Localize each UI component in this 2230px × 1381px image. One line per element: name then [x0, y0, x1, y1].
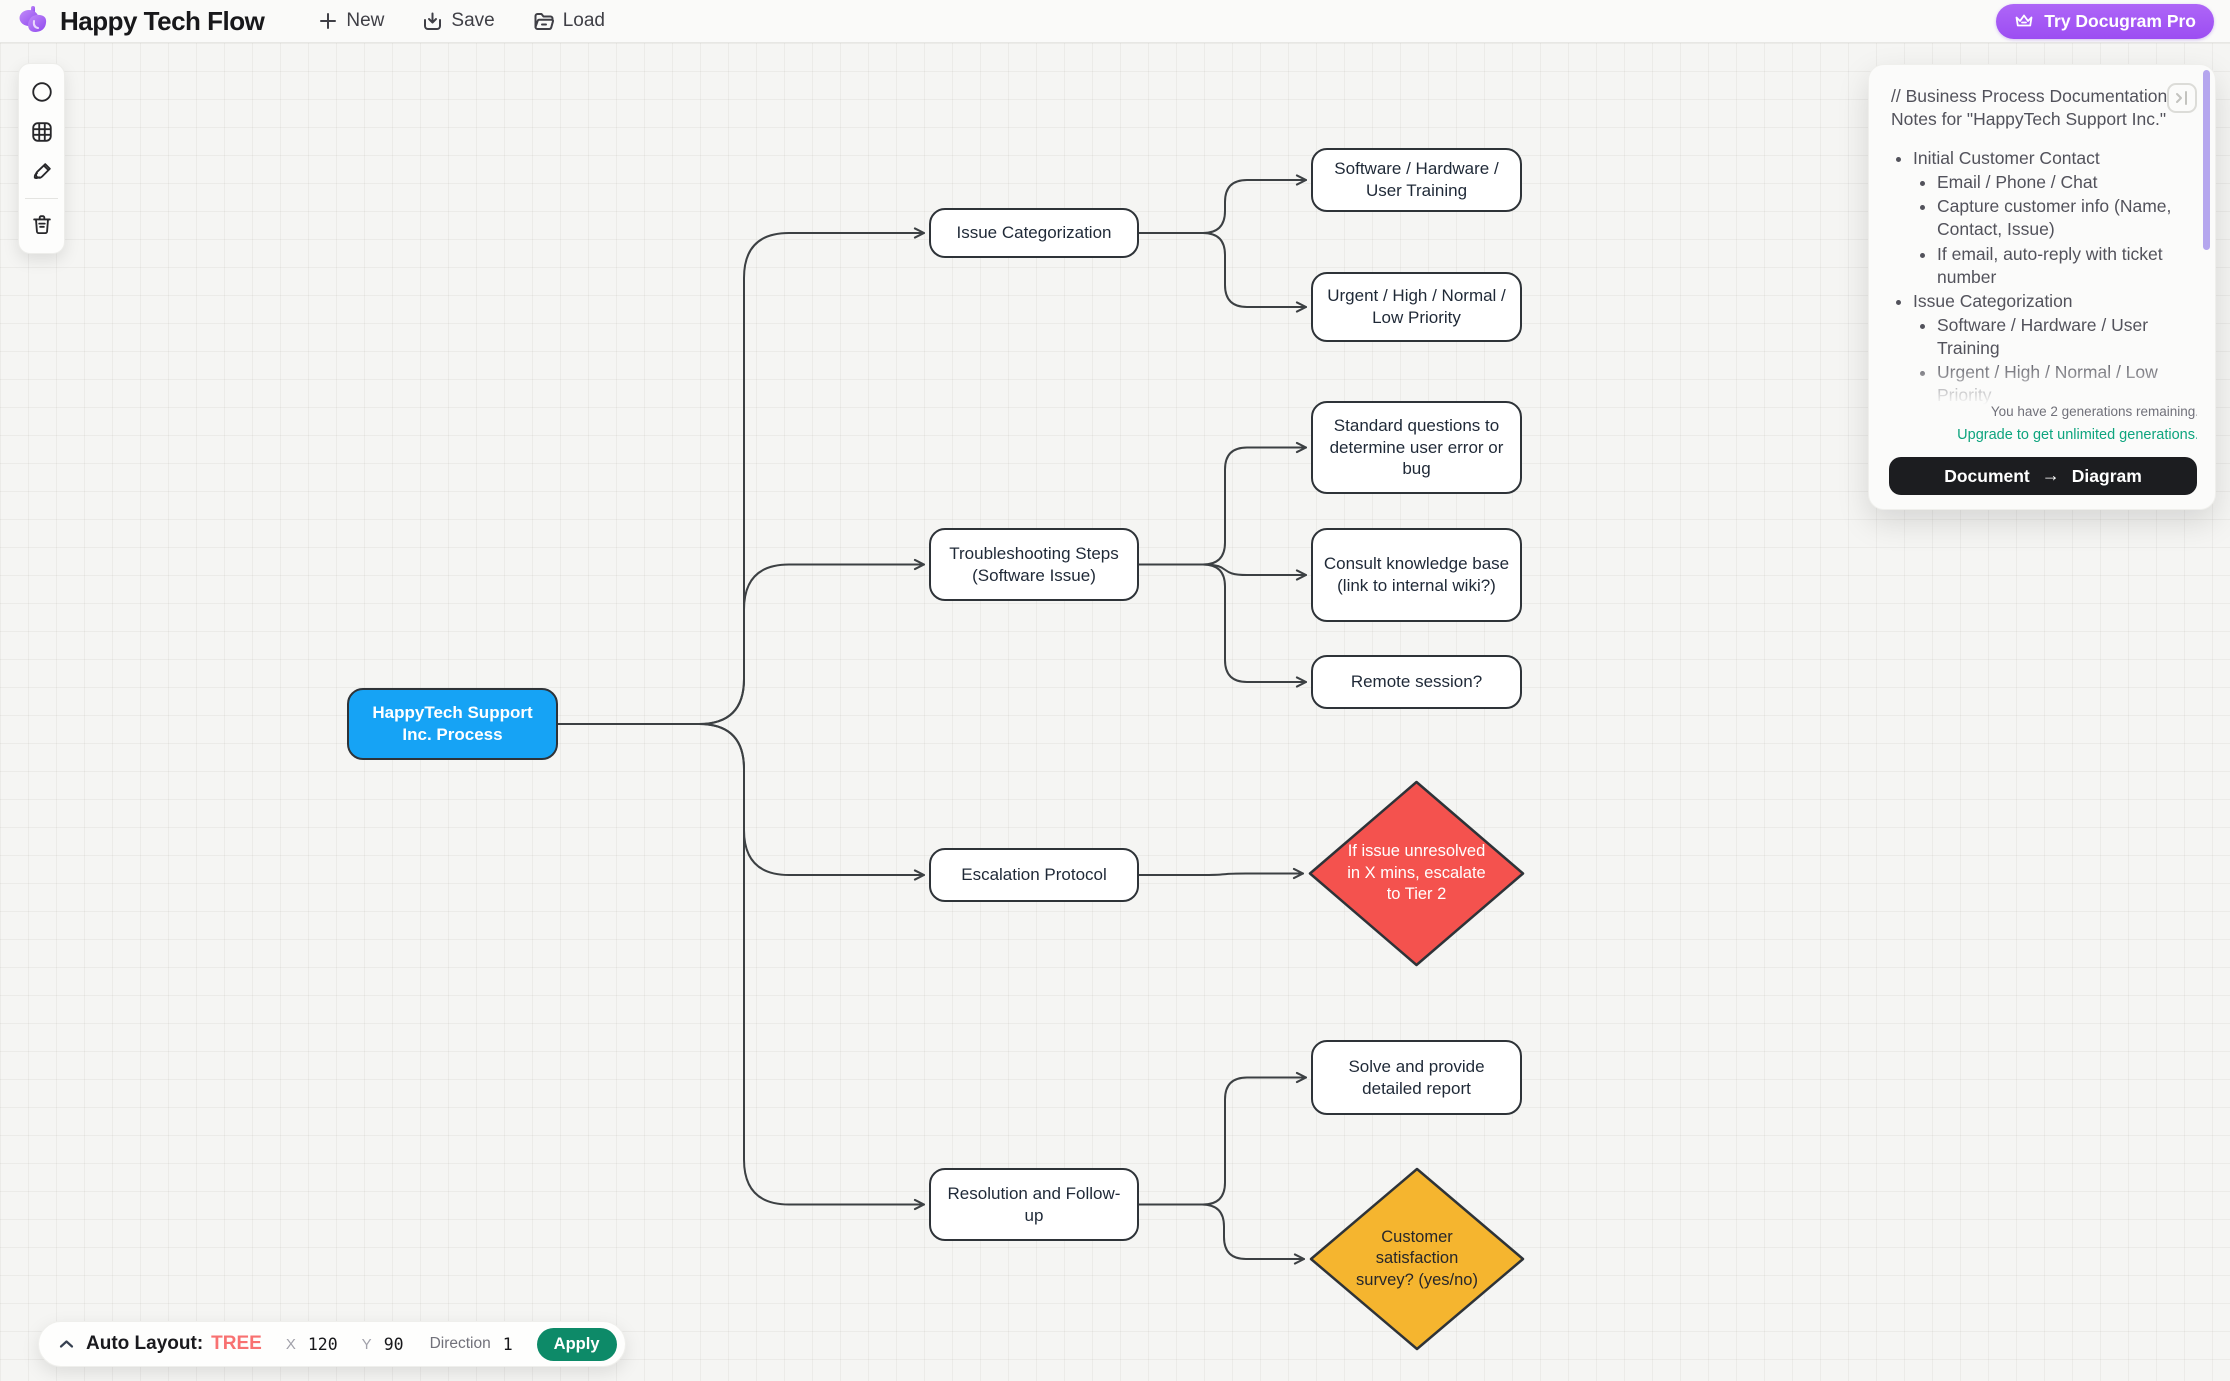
app-logo-icon	[19, 6, 47, 33]
load-button-label: Load	[562, 10, 605, 31]
notes-sublist-item: If email, auto-reply with ticket number	[1937, 243, 2197, 289]
notes-sublist-item: Capture customer info (Name, Contact, Is…	[1937, 195, 2197, 241]
circle-icon	[31, 82, 52, 102]
save-button-label: Save	[451, 10, 495, 31]
load-button[interactable]: Load	[531, 6, 607, 36]
node-label: HappyTech Support Inc. Process	[372, 703, 533, 744]
header-menu: New Save Load	[316, 6, 607, 36]
notes-content: // Business Process Documentation Notes …	[1889, 81, 2197, 447]
delete-tool-button[interactable]	[24, 207, 60, 243]
layout-mode-value[interactable]: TREE	[211, 1333, 262, 1354]
notes-sublist-item: Software / Hardware / User Training	[1937, 314, 2197, 360]
auto-layout-bar: Auto Layout: TREE X 120 Y 90 Direction 1…	[38, 1321, 626, 1367]
diagram-node-trouble[interactable]: Troubleshooting Steps (Software Issue)	[929, 528, 1139, 601]
x-spacing-label: X	[285, 1335, 296, 1353]
notes-sublist: Email / Phone / ChatCapture customer inf…	[1913, 171, 2197, 288]
y-spacing-label: Y	[361, 1335, 372, 1353]
node-label: Customer satisfaction survey? (yes/no)	[1356, 1227, 1478, 1289]
edge-escalation-tier2	[1138, 867, 1305, 880]
diamond-shape	[1308, 780, 1525, 967]
crown-icon	[2015, 14, 2033, 27]
edge-resolution-solve	[1138, 1071, 1308, 1206]
plus-icon	[320, 13, 337, 29]
diagram-node-standard[interactable]: Standard questions to determine user err…	[1311, 401, 1522, 494]
app-title: Happy Tech Flow	[60, 5, 265, 36]
circle-tool-button[interactable]	[24, 74, 60, 110]
diagram-node-tier2[interactable]: If issue unresolved in X mins, escalate …	[1308, 780, 1525, 967]
y-spacing-value[interactable]: 90	[383, 1334, 404, 1354]
doc-btn-right-label: Diagram	[2071, 465, 2142, 486]
edge-trouble-standard	[1138, 441, 1308, 566]
node-label: Remote session?	[1350, 672, 1483, 692]
diagram-node-survey[interactable]: Customer satisfaction survey? (yes/no)	[1309, 1167, 1525, 1351]
diagram-canvas[interactable]: HappyTech Support Inc. Process Issue Cate…	[0, 43, 2230, 1381]
trash-icon	[32, 215, 51, 235]
collapse-bar-button[interactable]	[57, 1337, 76, 1351]
node-label: If issue unresolved in X mins, escalate …	[1347, 842, 1486, 904]
node-label: Resolution and Follow-up	[947, 1183, 1121, 1225]
edge-root-resolution	[557, 723, 926, 1211]
edge-root-trouble	[557, 558, 926, 725]
apply-button[interactable]: Apply	[536, 1327, 617, 1361]
edge-resolution-survey	[1138, 1203, 1306, 1265]
node-label: Issue Categorization	[956, 223, 1112, 243]
node-label: Standard questions to determine user err…	[1329, 415, 1504, 479]
upgrade-link[interactable]: Upgrade to get unlimited generations.	[1957, 426, 2197, 443]
node-label: Solve and provide detailed report	[1348, 1056, 1485, 1098]
chevron-up-icon	[59, 1340, 74, 1348]
shape-toolbar	[18, 63, 65, 254]
direction-label: Direction	[429, 1335, 491, 1352]
new-button[interactable]: New	[316, 6, 386, 36]
node-label: Software / Hardware / User Training	[1334, 159, 1499, 200]
edge-trouble-remote	[1138, 563, 1308, 688]
toolbar-divider	[25, 198, 58, 199]
notes-panel: // Business Process Documentation Notes …	[1868, 64, 2216, 510]
node-label: Consult knowledge base (link to internal…	[1323, 554, 1510, 595]
edge-issue-sw	[1138, 174, 1308, 234]
save-button[interactable]: Save	[420, 6, 496, 36]
document-to-diagram-button[interactable]: Document → Diagram	[1889, 457, 2197, 495]
panel-scrollbar-thumb[interactable]	[2203, 70, 2210, 250]
node-label: Troubleshooting Steps (Software Issue)	[949, 543, 1119, 585]
diagram-node-issue[interactable]: Issue Categorization	[929, 208, 1139, 258]
node-label: Urgent / High / Normal / Low Priority	[1327, 286, 1506, 327]
panel-collapse-icon	[2176, 91, 2187, 105]
edge-issue-urgency	[1138, 232, 1308, 313]
notes-sublist-item: Email / Phone / Chat	[1937, 171, 2197, 194]
auto-layout-label: Auto Layout:	[86, 1333, 204, 1354]
new-button-label: New	[346, 10, 385, 31]
folder-icon	[534, 12, 554, 30]
diagram-node-remote[interactable]: Remote session?	[1311, 655, 1522, 709]
direction-value[interactable]: 1	[502, 1334, 513, 1354]
try-pro-label: Try Docugram Pro	[2044, 10, 2196, 31]
diagram-node-sw[interactable]: Software / Hardware / User Training	[1311, 148, 1522, 212]
brush-icon	[33, 163, 51, 179]
grid-icon	[31, 122, 52, 142]
diamond-shape	[1309, 1167, 1525, 1351]
edge-layer	[557, 174, 1308, 1265]
notes-fade-overlay: You have 2 generations remaining. Upgrad…	[1889, 359, 2197, 447]
notes-title: // Business Process Documentation Notes …	[1891, 86, 2168, 130]
x-spacing-value[interactable]: 120	[307, 1334, 338, 1354]
generations-remaining-note: You have 2 generations remaining.	[1990, 404, 2197, 420]
diagram-node-resolution[interactable]: Resolution and Follow-up	[929, 1168, 1139, 1241]
grid-tool-button[interactable]	[24, 114, 60, 150]
save-icon	[424, 12, 442, 30]
diagram-node-escalation[interactable]: Escalation Protocol	[929, 848, 1139, 902]
try-pro-button[interactable]: Try Docugram Pro	[1996, 3, 2214, 39]
diagram-node-urgency[interactable]: Urgent / High / Normal / Low Priority	[1311, 272, 1522, 342]
panel-collapse-button[interactable]	[2167, 83, 2197, 113]
node-label: Escalation Protocol	[961, 865, 1107, 885]
right-arrow-icon: →	[2041, 464, 2060, 485]
diagram-node-root[interactable]: HappyTech Support Inc. Process	[347, 688, 558, 760]
diagram-node-solve[interactable]: Solve and provide detailed report	[1311, 1040, 1522, 1115]
doc-btn-left-label: Document	[1944, 465, 2030, 486]
header-bar: Happy Tech Flow New Save Load Try Docugr…	[0, 0, 2230, 43]
brush-tool-button[interactable]	[24, 154, 60, 190]
edge-root-issue	[557, 227, 926, 725]
diagram-node-consult[interactable]: Consult knowledge base (link to internal…	[1311, 528, 1522, 622]
notes-list-item: Initial Customer ContactEmail / Phone / …	[1913, 147, 2197, 289]
